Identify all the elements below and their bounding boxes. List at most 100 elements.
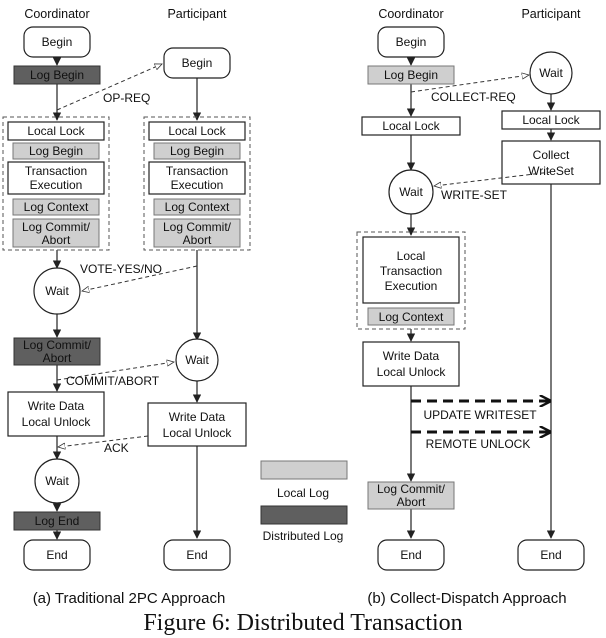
- left-coordinator-header: Coordinator: [24, 7, 89, 21]
- begin-label: Begin: [182, 56, 213, 70]
- left-participant-log-begin: [153, 142, 241, 160]
- commit-abort-arrow: [56, 362, 174, 381]
- write-data-label-line1: Write Data: [28, 399, 85, 413]
- log-commit-label-line2: Abort: [183, 233, 212, 247]
- log-context-label: Log Context: [165, 200, 230, 214]
- left-participant-end: [163, 539, 231, 571]
- txn-label-line1: Local: [397, 249, 426, 263]
- right-coordinator-log-begin: [367, 65, 455, 85]
- log-begin-label: Log Begin: [384, 68, 438, 82]
- right-subcaption: (b) Collect-Dispatch Approach: [367, 590, 566, 607]
- right-coordinator-begin: [377, 26, 445, 58]
- right-coordinator-local-lock: [361, 116, 461, 136]
- left-participant-header: Participant: [167, 7, 227, 21]
- collect-req-arrow: [410, 75, 529, 93]
- collect-label-line1: Collect: [533, 148, 570, 162]
- wait-label: Wait: [45, 284, 69, 298]
- left-participant-begin: [163, 47, 231, 79]
- left-coordinator-log-begin-local: [12, 142, 100, 160]
- end-label: End: [540, 548, 561, 562]
- end-label: End: [400, 548, 421, 562]
- log-end-label: Log End: [35, 514, 80, 528]
- commit-abort-label: COMMIT/ABORT: [66, 374, 160, 388]
- right-coordinator-log-context: [367, 307, 455, 326]
- left-coordinator-txn-execution: [7, 161, 105, 195]
- write-set-label: WRITE-SET: [441, 188, 508, 202]
- txn-label-line2: Execution: [171, 178, 224, 192]
- left-coordinator-local-lock: [7, 121, 105, 141]
- left-coordinator-log-commit-local: [12, 218, 100, 248]
- begin-label: Begin: [396, 35, 427, 49]
- legend-local-log-swatch: [260, 460, 348, 480]
- right-participant-collect-writeset: [501, 140, 601, 185]
- local-lock-label: Local Lock: [522, 113, 580, 127]
- right-coordinator-log-commit: [367, 481, 455, 510]
- wait-label: Wait: [185, 353, 209, 367]
- wait-label: Wait: [539, 66, 563, 80]
- txn-label-line3: Execution: [385, 279, 438, 293]
- op-req-arrow: [56, 63, 162, 111]
- local-lock-label: Local Lock: [27, 124, 85, 138]
- end-label: End: [46, 548, 67, 562]
- left-coordinator-log-commit-distributed: [13, 337, 101, 366]
- log-commit-label-line2: Abort: [43, 351, 72, 365]
- left-participant-local-lock: [148, 121, 246, 141]
- left-coordinator-log-context: [12, 198, 100, 216]
- txn-label-line2: Transaction: [380, 264, 442, 278]
- panel-traditional-2pc: Coordinator Participant Begin Log Begin …: [2, 7, 251, 607]
- legend-distributed-log-label: Distributed Log: [263, 529, 344, 543]
- right-coordinator-end: [377, 539, 445, 571]
- collect-req-label: COLLECT-REQ: [431, 90, 516, 104]
- legend-distributed-log-swatch: [260, 505, 348, 525]
- legend: Local Log Distributed Log: [260, 460, 348, 543]
- legend-local-log-label: Local Log: [277, 486, 329, 500]
- log-context-label: Log Context: [24, 200, 89, 214]
- right-coordinator-local-txn-frame: [356, 231, 466, 330]
- end-label: End: [186, 548, 207, 562]
- local-lock-label: Local Lock: [382, 119, 440, 133]
- left-coordinator-wait-1: [33, 267, 81, 315]
- log-commit-label-line2: Abort: [42, 233, 71, 247]
- begin-label: Begin: [42, 35, 73, 49]
- vote-label: VOTE-YES/NO: [80, 262, 162, 276]
- vote-arrow: [82, 265, 198, 291]
- left-coordinator-end: [23, 539, 91, 571]
- right-participant-header: Participant: [521, 7, 581, 21]
- panel-collect-dispatch: Coordinator Participant Begin Log Begin …: [356, 7, 601, 607]
- left-subcaption: (a) Traditional 2PC Approach: [33, 590, 226, 607]
- right-coordinator-write-data: [362, 341, 460, 387]
- remote-unlock-label: REMOTE UNLOCK: [426, 437, 531, 451]
- log-commit-label-line1: Log Commit/: [377, 482, 446, 496]
- write-data-label-line2: Local Unlock: [22, 415, 92, 429]
- write-set-arrow: [434, 171, 552, 186]
- right-participant-end: [517, 539, 585, 571]
- local-lock-label: Local Lock: [168, 124, 226, 138]
- left-participant-log-commit: [153, 218, 241, 248]
- left-participant-txn-execution: [148, 161, 246, 195]
- log-begin-label: Log Begin: [30, 68, 84, 82]
- write-data-label-line1: Write Data: [169, 410, 226, 424]
- right-coordinator-header: Coordinator: [378, 7, 443, 21]
- log-commit-label-line1: Log Commit/: [23, 338, 92, 352]
- left-coordinator-local-txn-frame: [2, 116, 110, 251]
- left-participant-local-txn-frame: [143, 116, 251, 251]
- log-commit-label-line1: Log Commit/: [22, 220, 91, 234]
- right-coordinator-wait: [388, 169, 434, 215]
- log-begin-label: Log Begin: [170, 144, 224, 158]
- log-context-label: Log Context: [379, 310, 444, 324]
- wait-label: Wait: [45, 474, 69, 488]
- log-commit-label-line1: Log Commit/: [163, 220, 232, 234]
- write-data-label-line2: Local Unlock: [377, 365, 447, 379]
- ack-arrow: [58, 435, 149, 447]
- right-participant-wait: [529, 51, 573, 95]
- left-coordinator-wait-2: [34, 458, 80, 504]
- write-data-label-line1: Write Data: [383, 349, 440, 363]
- left-coordinator-write-data: [7, 391, 105, 437]
- log-begin-label: Log Begin: [29, 144, 83, 158]
- left-coordinator-log-begin: [13, 65, 101, 85]
- txn-label-line2: Execution: [30, 178, 83, 192]
- right-participant-local-lock: [501, 110, 601, 130]
- left-participant-wait: [175, 338, 219, 382]
- write-data-label-line2: Local Unlock: [163, 426, 233, 440]
